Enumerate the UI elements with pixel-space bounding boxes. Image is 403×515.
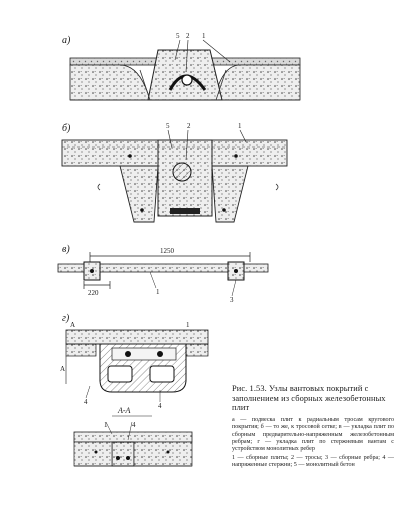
caption-title: Рис. 1.53. Узлы вантовых покрытий с запо… xyxy=(232,384,386,413)
figure-caption: Рис. 1.53. Узлы вантовых покрытий с запо… xyxy=(232,384,394,470)
panel-b-callout-1: 1 xyxy=(238,122,242,130)
panel-b-label: б) xyxy=(62,123,71,134)
panel-a-label: а) xyxy=(62,35,71,46)
panel-v-callout-3: 3 xyxy=(230,296,234,304)
panel-g-section-mark-side: А xyxy=(60,365,66,373)
caption-legend: 1 — сборные плиты; 2 — тросы; 3 — сборны… xyxy=(232,454,394,469)
panel-g-label: г) xyxy=(62,313,70,324)
panel-v-callout-1: 1 xyxy=(156,288,160,296)
panel-v-drawing xyxy=(57,252,269,297)
section-callout-4: 4 xyxy=(132,421,136,429)
panel-a-callout-2: 2 xyxy=(186,32,190,40)
panel-g-drawing xyxy=(65,329,209,467)
panel-g-callout-4a: 4 xyxy=(84,398,88,406)
panel-g-callout-4b: 4 xyxy=(158,402,162,410)
panel-a-callout-1: 1 xyxy=(202,32,206,40)
section-callout-1: 1 xyxy=(104,421,108,429)
panel-g-callout-1: 1 xyxy=(186,321,190,329)
panel-v-dimension-1250: 1250 xyxy=(160,247,174,255)
section-title: А-А xyxy=(118,406,131,415)
panel-b-callout-2: 2 xyxy=(187,122,191,130)
panel-v-label: в) xyxy=(62,244,70,255)
caption-body: а — подвеска плит к радиальным тросам кр… xyxy=(232,416,394,453)
panel-v-dimension-220: 220 xyxy=(88,289,99,297)
panel-g-section-mark-top: А xyxy=(70,321,76,329)
panel-a-drawing xyxy=(69,39,301,101)
panel-b-callout-5: 5 xyxy=(166,122,170,130)
panel-a-callout-5: 5 xyxy=(176,32,180,40)
panel-b-drawing xyxy=(61,129,288,223)
